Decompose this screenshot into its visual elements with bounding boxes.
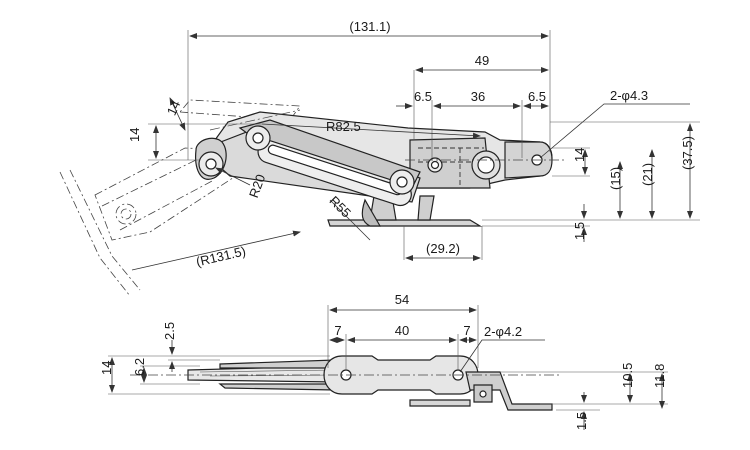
dim-top-edge-right: 7	[463, 323, 470, 338]
dim-hole-pitch: 40	[395, 323, 409, 338]
dim-arm-width: 14	[572, 148, 587, 162]
dim-radius-base: R55	[326, 193, 353, 220]
dim-base-thickness: 1.5	[572, 222, 587, 240]
base-foot	[327, 195, 483, 227]
dim-plate-length: 54	[395, 292, 409, 307]
dim-top-thickness: 1.5	[574, 412, 589, 430]
dim-edge-left: 6.5	[414, 89, 432, 104]
dim-top-arm-width: 6.2	[132, 358, 147, 376]
dim-top-offset: 2.5	[162, 322, 177, 340]
dim-top-width: 14	[99, 361, 114, 375]
dim-radius-arm: R82.5	[326, 119, 361, 134]
dim-bracket-width: 14	[127, 128, 142, 142]
dim-top-height-b: 11.8	[652, 364, 667, 388]
side-view: (131.1) 49 6.5 36 6.5 2-φ4.3 R82.5 R20 R…	[59, 19, 700, 297]
dim-top-height-a: 10.5	[620, 363, 635, 388]
dim-arm-width-angled: 14	[164, 98, 184, 117]
dim-height-mid: (21)	[640, 163, 655, 186]
dim-top-edge-left: 7	[334, 323, 341, 338]
dim-hole-top: 2-φ4.2	[484, 324, 522, 339]
top-view: 54 7 40 7 2-φ4.2 14 6.2 2.5	[99, 292, 668, 430]
dim-radius-swing: (R131.5)	[195, 243, 248, 269]
dim-edge-right: 6.5	[528, 89, 546, 104]
pivot-holes	[198, 125, 543, 195]
dim-overall-length: (131.1)	[349, 19, 390, 34]
dim-hole-side: 2-φ4.3	[610, 88, 648, 103]
dim-base-offset: (29.2)	[426, 241, 460, 256]
dim-slot-span: 49	[475, 53, 489, 68]
dim-height-total: (37.5)	[680, 136, 695, 170]
dim-slot: 36	[471, 89, 485, 104]
dim-height-low: (15)	[608, 167, 623, 190]
